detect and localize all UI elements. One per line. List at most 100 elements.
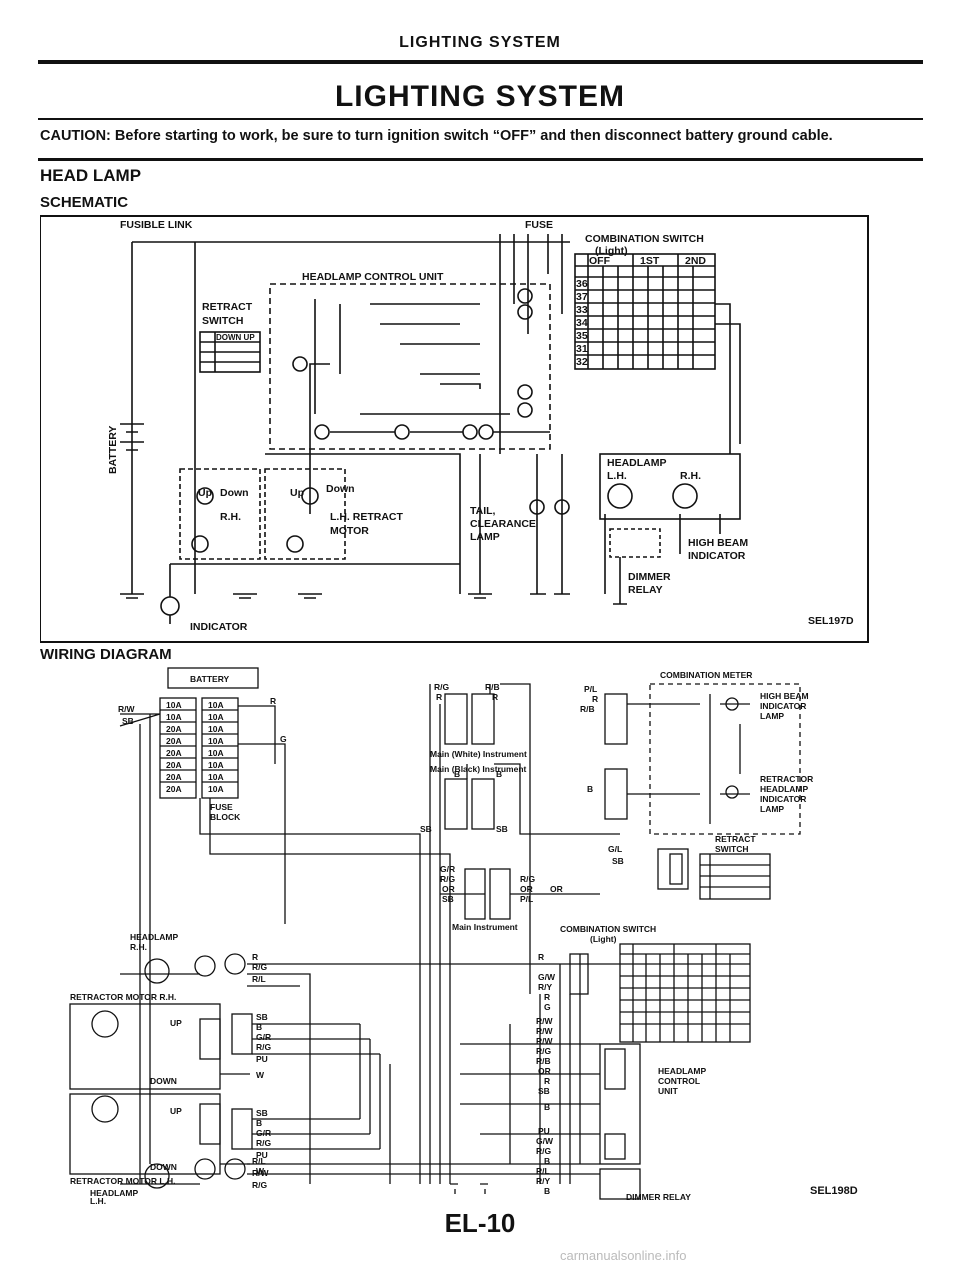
wire-r3-top: R <box>592 694 598 704</box>
down-up-label: DOWN UP <box>216 333 255 342</box>
combination-switch-sub: (Light) <box>595 245 628 257</box>
rs-15: G/W <box>536 1136 554 1146</box>
headlamp-label: HEADLAMP <box>607 457 667 469</box>
rh-down: Down <box>220 487 249 499</box>
headlamp-rh: R.H. <box>680 470 701 482</box>
hb-ind-1: HIGH BEAM <box>760 691 809 701</box>
lh-retract-label: L.H. RETRACT <box>330 511 403 523</box>
rs-7: R/W <box>536 1036 554 1046</box>
headlamp-rh-1: HEADLAMP <box>130 932 178 942</box>
retractor-rh-label: RETRACTOR MOTOR R.H. <box>70 992 176 1002</box>
high-beam-label: HIGH BEAM <box>688 537 748 549</box>
rs-18: R/L <box>536 1166 550 1176</box>
fuse-l-7: 20A <box>166 784 182 794</box>
wire-rg: R/G <box>440 874 456 884</box>
fuse-l-2: 20A <box>166 724 182 734</box>
wire-rh-rl: R/L <box>252 974 266 984</box>
indicator-bottom-label: INDICATOR <box>190 621 248 633</box>
wire-rh-rg: R/G <box>252 962 268 972</box>
dimmer-label: DIMMER <box>628 571 671 583</box>
switch-col-2nd: 2ND <box>685 255 706 267</box>
rs-5: R/W <box>536 1016 554 1026</box>
lh-w: W <box>256 1166 265 1176</box>
wire-sb: SB <box>122 716 134 726</box>
control-unit-3: UNIT <box>658 1086 679 1096</box>
retract-switch-1: RETRACT <box>715 834 756 844</box>
clearance-label: CLEARANCE <box>470 518 536 530</box>
rs-17: B <box>544 1156 550 1166</box>
schematic-code: SEL197D <box>808 615 854 627</box>
fuse-r-5: 10A <box>208 760 224 770</box>
ret-ind-3: INDICATOR <box>760 794 806 804</box>
combination-meter-label: COMBINATION METER <box>660 670 752 680</box>
wire-lh-rg: R/G <box>252 1180 268 1190</box>
lh-down: Down <box>326 483 355 495</box>
fuse-r-0: 10A <box>208 700 224 710</box>
rh-rg: R/G <box>256 1042 272 1052</box>
page-number: EL-10 <box>444 1208 516 1238</box>
rh-w: W <box>256 1070 265 1080</box>
rs-0: R <box>538 952 544 962</box>
lh-sb: SB <box>256 1108 268 1118</box>
section-schematic: SCHEMATIC <box>40 194 129 211</box>
header-rule-thick <box>38 60 923 64</box>
retract-switch-2: SWITCH <box>715 844 749 854</box>
main-white-label: Main (White) Instrument <box>430 749 527 759</box>
rs-20: B <box>544 1186 550 1196</box>
wire-sb-1: SB <box>420 824 432 834</box>
wire-r2-top: R <box>492 692 498 702</box>
fuse-l-6: 20A <box>166 772 182 782</box>
switch-row-32: 32 <box>576 356 588 368</box>
wire-lh-rw: R/W <box>252 1168 270 1178</box>
rs-6: R/W <box>536 1026 554 1036</box>
headlamp-rh-2: R.H. <box>130 942 147 952</box>
lh-b: B <box>256 1118 262 1128</box>
wire-rw: R/W <box>118 704 136 714</box>
comb-switch-sub: (Light) <box>590 934 617 944</box>
wire-sb-3: SB <box>442 894 454 904</box>
switch-row-34: 34 <box>576 317 588 329</box>
switch-row-36: 36 <box>576 278 588 290</box>
wire-b-1: B <box>454 769 460 779</box>
fuse-label: FUSE <box>525 219 553 231</box>
caution-rule <box>38 158 923 161</box>
wire-b-2: B <box>496 769 502 779</box>
headlamp-lh-1: HEADLAMP <box>90 1188 138 1198</box>
switch-col-off: OFF <box>589 255 611 267</box>
page-title: LIGHTING SYSTEM <box>334 80 625 113</box>
fuse-r-7: 10A <box>208 784 224 794</box>
watermark: carmanualsonline.info <box>560 1248 687 1263</box>
running-header: LIGHTING SYSTEM <box>399 34 561 51</box>
retract-switch-label-2: SWITCH <box>202 315 243 327</box>
wiring-code: SEL198D <box>810 1185 858 1197</box>
retract-switch-label: RETRACT <box>202 301 253 313</box>
rh-pu: PU <box>256 1054 268 1064</box>
ret-ind-1: RETRACTOR <box>760 774 813 784</box>
switch-col-1st: 1ST <box>640 255 660 267</box>
wire-or-2: OR <box>520 884 533 894</box>
control-unit-label: HEADLAMP CONTROL UNIT <box>302 271 444 283</box>
wire-b-3: B <box>587 784 593 794</box>
motor-label: MOTOR <box>330 525 369 537</box>
title-rule <box>38 118 923 120</box>
schematic-diagram: FUSIBLE LINK FUSE COMBINATION SWITCH (Li… <box>40 215 869 643</box>
main-black-label: Main (Black) Instrument <box>430 764 527 774</box>
rh-up: Up <box>198 487 212 499</box>
fuse-r-3: 10A <box>208 736 224 746</box>
wire-or: OR <box>442 884 455 894</box>
rs-3: R <box>544 992 550 1002</box>
wire-rb2-top: R/B <box>580 704 595 714</box>
switch-row-35: 35 <box>576 330 588 342</box>
wire-r-top: R <box>436 692 442 702</box>
fuse-l-0: 10A <box>166 700 182 710</box>
switch-row-33: 33 <box>576 304 588 316</box>
headlamp-lh: L.H. <box>607 470 627 482</box>
wire-r: R <box>270 696 276 706</box>
relay-label: RELAY <box>628 584 663 596</box>
section-head-lamp: HEAD LAMP <box>40 166 142 185</box>
wire-g: G <box>280 734 287 744</box>
rs-10: OR <box>538 1066 551 1076</box>
rh-up: UP <box>170 1018 182 1028</box>
wire-gl: G/L <box>608 844 622 854</box>
fuse-r-2: 10A <box>208 724 224 734</box>
